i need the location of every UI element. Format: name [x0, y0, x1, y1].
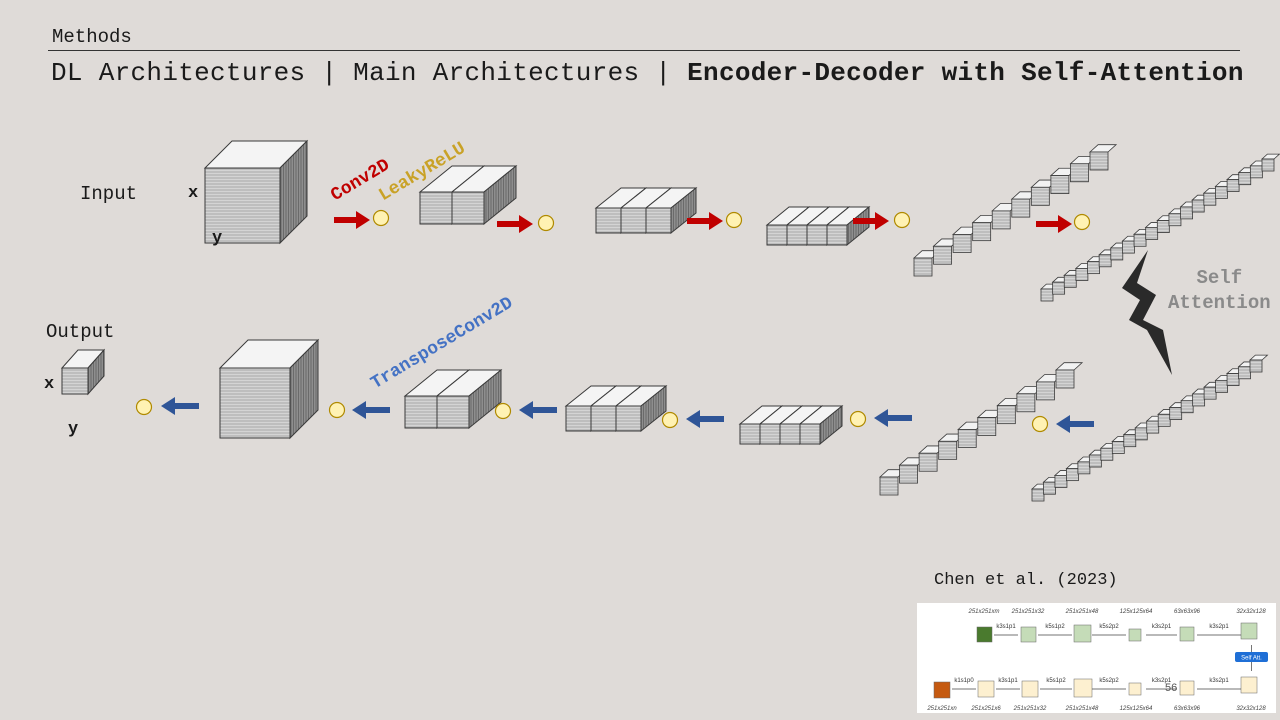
- ref-block-bottom: [1021, 680, 1039, 698]
- input-label: Input: [80, 183, 138, 205]
- activation-node: [661, 411, 679, 429]
- ref-dim-top: 125x125x64: [1120, 609, 1153, 615]
- encoder-block-2: [594, 186, 698, 235]
- decoder-cube-full: [218, 338, 320, 440]
- ref-op-bottom: k5s2p2: [1099, 678, 1119, 684]
- ref-op-top: k3s1p1: [996, 624, 1016, 630]
- ref-dim-top: 32x32x128: [1236, 609, 1266, 615]
- encoder-arrow-2: [497, 215, 533, 233]
- self-attention-label: Self Attention: [1168, 266, 1271, 316]
- activation-node: [849, 410, 867, 428]
- ref-dim-bottom: 251x251x32: [1013, 706, 1047, 712]
- ref-block-bottom: [1240, 676, 1258, 694]
- ref-dim-bottom: 251x251x6: [970, 706, 1001, 712]
- encoder-block-1: [418, 164, 518, 226]
- decoder-arrow-5: [352, 401, 390, 419]
- input-cube: [203, 139, 309, 245]
- output-axis-y: y: [68, 420, 79, 439]
- breadcrumb-item[interactable]: DL Architectures: [51, 58, 306, 88]
- ref-dim-bottom: 63x63x96: [1174, 706, 1201, 712]
- ref-op-top: k5s2p2: [1099, 624, 1119, 630]
- ref-op-bottom: k5s1p2: [1046, 678, 1066, 684]
- ref-op-bottom: k1s1p0: [954, 678, 974, 684]
- ref-op-top: k5s1p2: [1045, 624, 1065, 630]
- ref-dim-top: 63x63x96: [1174, 609, 1201, 615]
- self-att-box: [1235, 652, 1268, 662]
- activation-node: [494, 402, 512, 420]
- activation-node: [893, 211, 911, 229]
- activation-node: [1031, 415, 1049, 433]
- decoder-arrow-6: [161, 397, 199, 415]
- activation-node: [725, 211, 743, 229]
- encoder-block-4: [912, 144, 1118, 277]
- bottleneck-encoder: [1039, 153, 1280, 302]
- breadcrumb: DL Architectures | Main Architectures | …: [51, 58, 1244, 88]
- ref-block-top: [1020, 626, 1037, 643]
- ref-op-bottom: k3s2p1: [1209, 678, 1229, 684]
- ref-dim-top: 251x251x48: [1065, 609, 1099, 615]
- ref-op-top: k3s2p1: [1209, 624, 1229, 630]
- ref-dim-top: 251x251xm: [967, 609, 999, 615]
- decoder-arrow-4: [519, 401, 557, 419]
- decoder-block-4: [403, 368, 503, 430]
- ref-op-bottom: k3s2p1: [1152, 678, 1172, 684]
- decoder-block-2: [738, 404, 844, 446]
- ref-dim-bottom: 251x251xn: [926, 706, 957, 712]
- citation: Chen et al. (2023): [934, 571, 1118, 590]
- bottleneck-decoder: [1030, 354, 1269, 502]
- self-attention-line2: Attention: [1168, 292, 1271, 314]
- activation-node: [537, 214, 555, 232]
- ref-block-top: [1240, 622, 1258, 640]
- reference-figure: 251x251xm 251x251x32 251x251x48 125x125x64 6…: [917, 603, 1276, 713]
- input-axis-x: x: [188, 184, 199, 203]
- ref-block-bottom: [1073, 678, 1093, 698]
- ref-dim-top: 251x251x32: [1011, 609, 1045, 615]
- header-divider: [48, 50, 1240, 51]
- decoder-arrow-2: [874, 409, 912, 427]
- breadcrumb-separator: |: [305, 58, 354, 88]
- ref-dim-bottom: 125x125x64: [1120, 706, 1153, 712]
- self-attention-line1: Self: [1196, 267, 1243, 289]
- ref-block-top: [1128, 628, 1142, 642]
- ref-block-top: [1073, 624, 1092, 643]
- activation-node: [372, 209, 390, 227]
- decoder-arrow-3: [686, 410, 724, 428]
- ref-block-bottom: [977, 680, 995, 698]
- decoder-arrow-1: [1056, 415, 1094, 433]
- breadcrumb-item[interactable]: Main Architectures: [353, 58, 640, 88]
- activation-node: [1073, 213, 1091, 231]
- activation-node: [135, 398, 153, 416]
- encoder-arrow-5: [1036, 215, 1072, 233]
- ref-dim-bottom: 251x251x48: [1065, 706, 1099, 712]
- ref-block-bottom: [1128, 682, 1142, 696]
- ref-block-bottom: [933, 681, 951, 699]
- ref-block-top: [1179, 626, 1195, 642]
- decoder-block-1: [878, 362, 1084, 496]
- input-axis-y: y: [212, 229, 223, 248]
- activation-node: [328, 401, 346, 419]
- section-title: Methods: [52, 26, 132, 48]
- decoder-block-3: [564, 384, 668, 433]
- output-cube: [60, 348, 106, 396]
- ref-dim-bottom: 32x32x128: [1236, 706, 1266, 712]
- output-label: Output: [46, 321, 115, 343]
- self-att-text: Self Att.: [1241, 656, 1262, 662]
- encoder-arrow-4: [853, 212, 889, 230]
- encoder-arrow-3: [687, 212, 723, 230]
- ref-op-bottom: k3s1p1: [998, 678, 1018, 684]
- page-number: 56: [1165, 682, 1177, 694]
- encoder-arrow-1: [334, 211, 370, 229]
- output-axis-x: x: [44, 375, 55, 394]
- ref-block-top: [976, 626, 993, 643]
- ref-op-top: k3s2p1: [1152, 624, 1172, 630]
- encoder-block-3: [765, 205, 871, 247]
- breadcrumb-separator: |: [639, 58, 688, 88]
- ref-block-bottom: [1179, 680, 1195, 696]
- breadcrumb-current: Encoder-Decoder with Self-Attention: [687, 58, 1244, 88]
- self-attention-bolt: [1122, 250, 1172, 375]
